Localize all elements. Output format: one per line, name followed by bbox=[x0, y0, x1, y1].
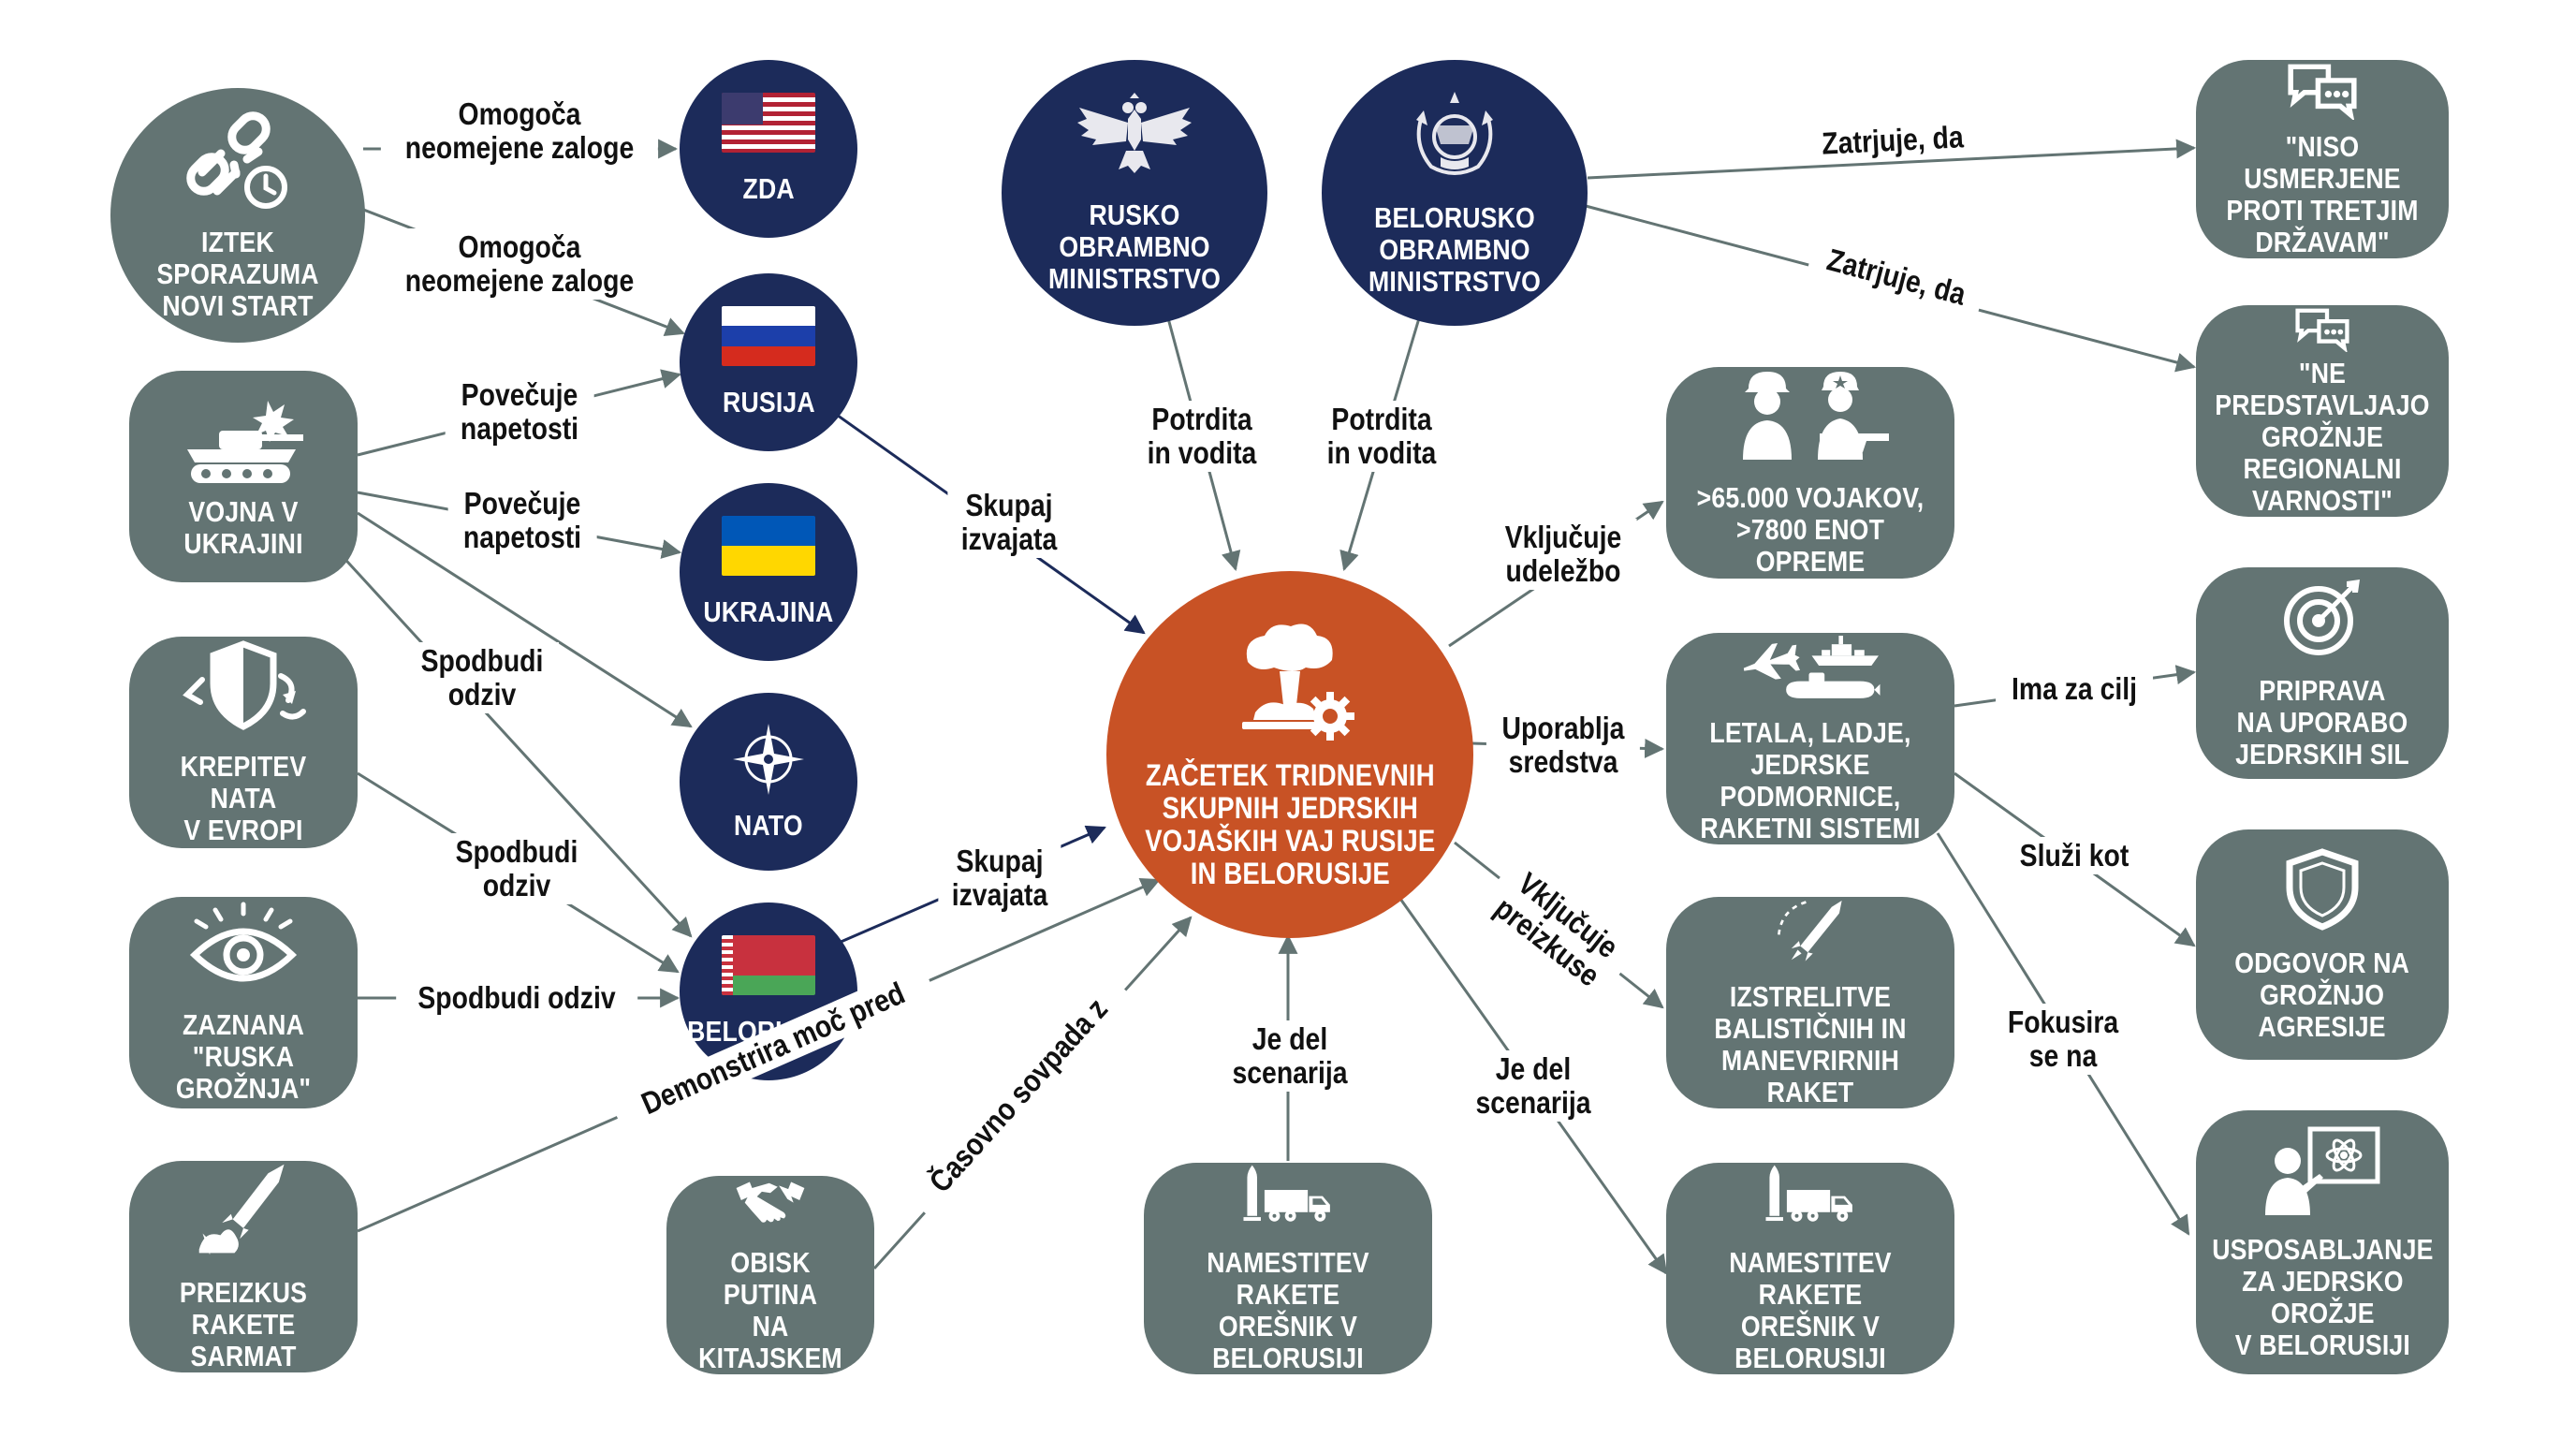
edge-vojna-nato bbox=[357, 511, 693, 728]
node-label: NAMESTITEV RAKETE OREŠNIK V BELORUSIJI bbox=[1729, 1246, 1892, 1374]
node-label: UKRAJINA bbox=[703, 595, 834, 628]
node-obisk-putina[interactable]: OBISK PUTINA NA KITAJSKEM bbox=[666, 1176, 874, 1374]
edge-label-letala-priprava: Ima za cilj bbox=[1996, 670, 2153, 708]
edge-label-center-oresnik2: Je del scenarija bbox=[1460, 1050, 1606, 1122]
edge-label-oresnik1-center: Je del scenarija bbox=[1217, 1020, 1363, 1092]
node-label: LETALA, LADJE, JEDRSKE PODMORNICE, RAKET… bbox=[1700, 716, 1921, 844]
nato-compass-icon bbox=[733, 724, 804, 795]
node-label: IZTEK SPORAZUMA NOVI START bbox=[156, 226, 319, 322]
missile-trajectory-icon bbox=[1778, 901, 1842, 961]
node-namestitev-oresnik-2[interactable]: NAMESTITEV RAKETE OREŠNIK V BELORUSIJI bbox=[1666, 1163, 1954, 1374]
ukraine-flag-icon bbox=[722, 516, 815, 576]
node-zda[interactable]: ZDA bbox=[680, 60, 857, 238]
node-rusija[interactable]: RUSIJA bbox=[680, 273, 857, 451]
node-label: KREPITEV NATA V EVROPI bbox=[180, 750, 307, 846]
mushroom-cloud-gear-icon bbox=[1242, 624, 1354, 741]
speech-bubbles-icon bbox=[2288, 64, 2357, 120]
node-niso-usmerjene[interactable]: "NISO USMERJENE PROTI TRETJIM DRŽAVAM" bbox=[2196, 60, 2449, 258]
belarus-flag-icon bbox=[722, 935, 815, 995]
russia-flag-icon bbox=[722, 306, 815, 366]
speech-bubbles-icon bbox=[2295, 308, 2349, 352]
node-preizkus-sarmat[interactable]: PREIZKUS RAKETE SARMAT bbox=[129, 1161, 358, 1372]
soldiers-icon bbox=[1743, 372, 1889, 460]
edge-label-iztek-rusija: Omogoča neomejene zaloge bbox=[380, 228, 659, 300]
node-krepitev-nata[interactable]: KREPITEV NATA V EVROPI bbox=[129, 637, 358, 848]
plane-ship-submarine-icon bbox=[1743, 636, 1881, 698]
edge-label-vojna-ukrajina: Povečuje napetosti bbox=[447, 485, 597, 556]
node-letala-ladje[interactable]: LETALA, LADJE, JEDRSKE PODMORNICE, RAKET… bbox=[1666, 633, 1954, 844]
node-label: "NE PREDSTAVLJAJO GROŽNJE REGIONALNI VAR… bbox=[2215, 357, 2430, 517]
node-label: >65.000 VOJAKOV, >7800 ENOT OPREME bbox=[1696, 481, 1925, 578]
broken-chain-clock-icon bbox=[186, 111, 287, 209]
node-vojaki-oprema[interactable]: >65.000 VOJAKOV, >7800 ENOT OPREME bbox=[1666, 367, 1954, 579]
shield-icon bbox=[2286, 848, 2359, 931]
node-label: RUSKO OBRAMBNO MINISTRSTVO bbox=[1047, 198, 1222, 295]
node-label: BELORUSKO OBRAMBNO MINISTRSTVO bbox=[1368, 201, 1542, 298]
node-zacetek-jedrskih-vaj[interactable]: ZAČETEK TRIDNEVNIH SKUPNIH JEDRSKIH VOJA… bbox=[1106, 571, 1473, 938]
node-label: ODGOVOR NA GROŽNJO AGRESIJE bbox=[2234, 946, 2410, 1043]
edge-label-vojna-nato: Spodbudi odziv bbox=[404, 642, 560, 713]
edge-label-krepitev-belorusija: Spodbudi odziv bbox=[439, 833, 594, 904]
node-label: OBISK PUTINA NA KITAJSKEM bbox=[698, 1246, 842, 1374]
edge-label-zaznana-belorusija: Spodbudi odziv bbox=[396, 979, 637, 1017]
edge-label-vojna-rusija: Povečuje napetosti bbox=[445, 376, 594, 448]
edge-label-letala-usposabljanje: Fokusira se na bbox=[1993, 1004, 2133, 1075]
node-label: NAMESTITEV RAKETE OREŠNIK V BELORUSIJI bbox=[1207, 1246, 1369, 1374]
missile-truck-icon bbox=[1765, 1165, 1852, 1222]
node-iztek-novi-start[interactable]: IZTEK SPORAZUMA NOVI START bbox=[110, 88, 365, 343]
node-label: VOJNA V UKRAJINI bbox=[183, 495, 303, 560]
edge-label-rusija-center: Skupaj izvajata bbox=[947, 487, 1071, 558]
node-label: PREIZKUS RAKETE SARMAT bbox=[179, 1276, 308, 1372]
edge-label-belmin-center: Potrdita in vodita bbox=[1312, 401, 1451, 472]
tank-icon bbox=[187, 401, 303, 483]
missile-launch-icon bbox=[198, 1164, 285, 1255]
node-ne-predstavljajo[interactable]: "NE PREDSTAVLJAJO GROŽNJE REGIONALNI VAR… bbox=[2196, 305, 2449, 517]
node-ukrajina[interactable]: UKRAJINA bbox=[680, 483, 857, 661]
usa-flag-icon bbox=[722, 93, 815, 153]
edge-label-rusmin-center: Potrdita in vodita bbox=[1133, 401, 1271, 472]
node-belorusko-ministrstvo[interactable]: BELORUSKO OBRAMBNO MINISTRSTVO bbox=[1322, 60, 1588, 326]
node-label: IZSTRELITVE BALISTIČNIH IN MANEVRIRNIH R… bbox=[1714, 980, 1907, 1108]
node-label: NATO bbox=[734, 809, 803, 842]
shield-arrows-icon bbox=[183, 640, 306, 730]
edge-label-belorusija-center: Skupaj izvajata bbox=[938, 843, 1061, 914]
edge-label-center-letala: Uporablja sredstva bbox=[1486, 710, 1641, 781]
node-nato[interactable]: NATO bbox=[680, 693, 857, 871]
target-icon bbox=[2284, 580, 2360, 655]
edge-label-iztek-zda: Omogoča neomejene zaloge bbox=[380, 95, 659, 167]
node-label: RUSIJA bbox=[722, 386, 815, 418]
edge-label-letala-odgovor: Služi kot bbox=[2005, 837, 2144, 874]
node-zaznana-ruska-groznja[interactable]: ZAZNANA "RUSKA GROŽNJA" bbox=[129, 897, 358, 1108]
node-odgovor-na-groznjo[interactable]: ODGOVOR NA GROŽNJO AGRESIJE bbox=[2196, 829, 2449, 1060]
trainer-atom-icon bbox=[2265, 1126, 2380, 1215]
node-label: USPOSABLJANJE ZA JEDRSKO OROŽJE V BELORU… bbox=[2211, 1233, 2434, 1361]
node-priprava-jedrskih-sil[interactable]: PRIPRAVA NA UPORABO JEDRSKIH SIL bbox=[2196, 567, 2449, 779]
belarus-emblem-icon bbox=[1416, 92, 1493, 175]
eye-icon bbox=[189, 902, 298, 982]
node-vojna-v-ukrajini[interactable]: VOJNA V UKRAJINI bbox=[129, 371, 358, 582]
node-usposabljanje[interactable]: USPOSABLJANJE ZA JEDRSKO OROŽJE V BELORU… bbox=[2196, 1110, 2449, 1374]
node-label: ZAZNANA "RUSKA GROŽNJA" bbox=[175, 1008, 312, 1105]
node-label: ZDA bbox=[742, 172, 795, 205]
edge-label-center-vojaki: Vključuje udeležbo bbox=[1489, 519, 1637, 590]
edge-vojna-belorusija bbox=[337, 550, 693, 938]
double-eagle-emblem-icon bbox=[1077, 93, 1192, 173]
missile-truck-icon bbox=[1243, 1165, 1330, 1222]
node-label: "NISO USMERJENE PROTI TRETJIM DRŽAVAM" bbox=[2226, 130, 2419, 258]
node-rusko-ministrstvo[interactable]: RUSKO OBRAMBNO MINISTRSTVO bbox=[1002, 60, 1267, 326]
node-izstrelitve-raket[interactable]: IZSTRELITVE BALISTIČNIH IN MANEVRIRNIH R… bbox=[1666, 897, 1954, 1108]
handshake-icon bbox=[736, 1181, 805, 1223]
edge-belmin-niso bbox=[1587, 139, 2197, 180]
node-namestitev-oresnik-1[interactable]: NAMESTITEV RAKETE OREŠNIK V BELORUSIJI bbox=[1144, 1163, 1432, 1374]
node-label: ZAČETEK TRIDNEVNIH SKUPNIH JEDRSKIH VOJA… bbox=[1144, 758, 1436, 890]
node-label: PRIPRAVA NA UPORABO JEDRSKIH SIL bbox=[2235, 674, 2409, 770]
